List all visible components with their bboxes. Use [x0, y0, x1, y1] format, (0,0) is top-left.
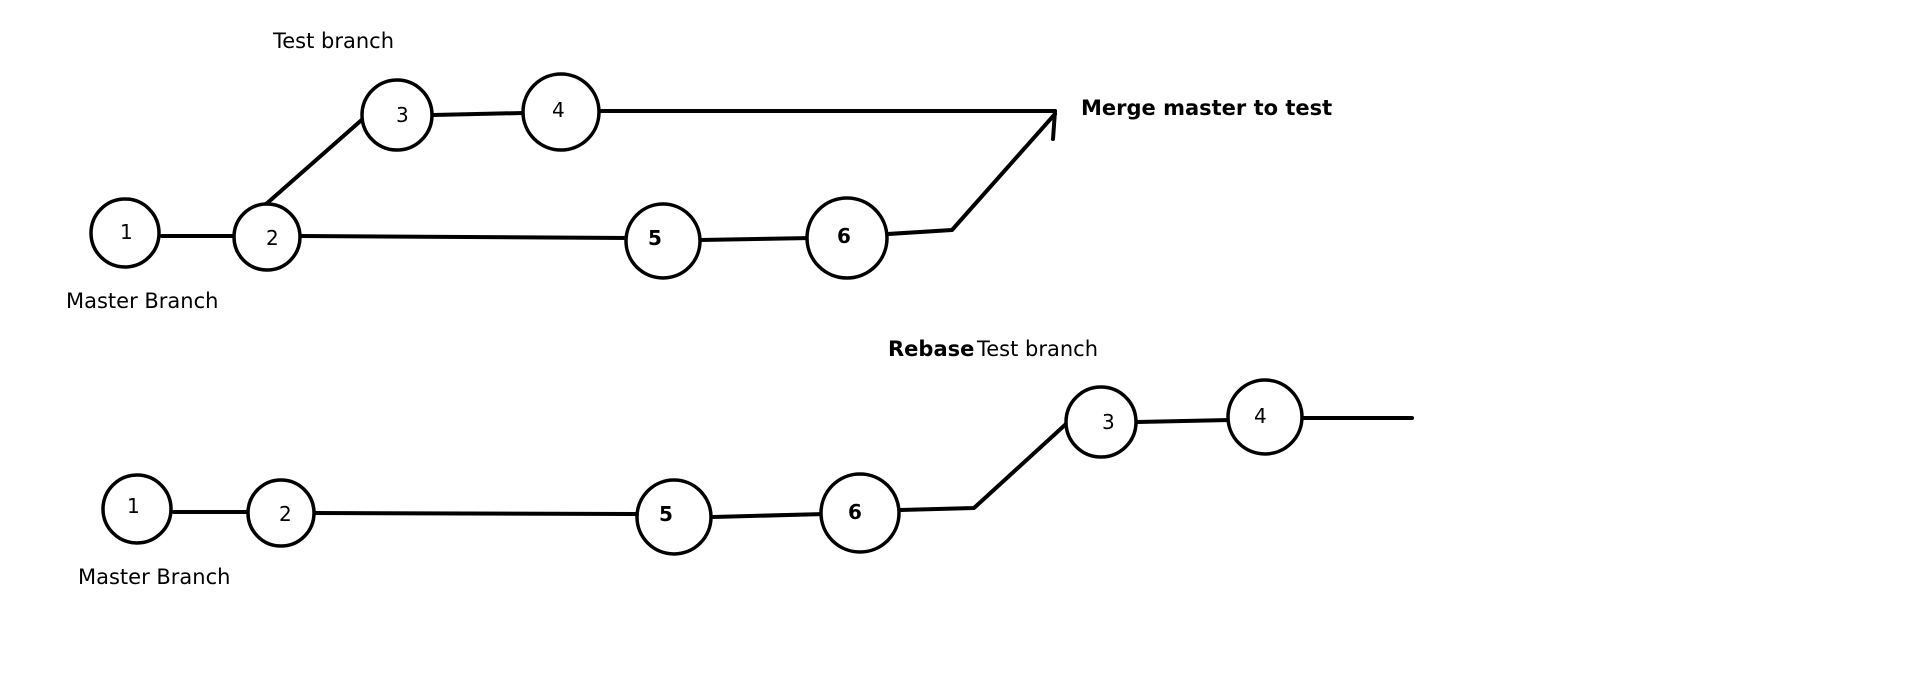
edge-bottom-2-5 — [312, 511, 638, 516]
svg-text:2: 2 — [266, 226, 279, 250]
edge-bottom-5-6 — [711, 512, 827, 519]
rebase-label: Rebase — [888, 337, 974, 361]
svg-text:2: 2 — [279, 502, 292, 526]
commit-node-1: 1 — [101, 473, 173, 545]
bottom-diagram: 1 2 5 6 3 4 Rebase Test branch Master Br… — [78, 337, 1414, 589]
commit-node-2: 2 — [232, 202, 302, 272]
svg-text:4: 4 — [552, 98, 565, 122]
commit-node-3: 3 — [1064, 385, 1138, 459]
edge-top-3-4 — [431, 111, 525, 117]
master-branch-label: Master Branch — [78, 565, 230, 589]
commit-node-5: 5 — [624, 202, 702, 280]
commit-node-4: 4 — [1226, 378, 1304, 456]
svg-text:3: 3 — [396, 103, 409, 127]
merge-label: Merge master to test — [1081, 96, 1332, 120]
edge-top-5-6 — [698, 236, 814, 242]
svg-text:6: 6 — [848, 500, 862, 524]
commit-node-3: 3 — [360, 78, 434, 152]
svg-text:1: 1 — [127, 494, 140, 518]
top-diagram: 1 2 3 4 5 6 Test branch Master Branch Me… — [66, 29, 1332, 313]
edge-top-6-merge — [886, 112, 1057, 236]
edge-bottom-3-4 — [1134, 418, 1232, 424]
svg-text:5: 5 — [659, 502, 673, 526]
edge-top-2-3 — [263, 115, 367, 207]
svg-text:4: 4 — [1254, 404, 1267, 428]
master-branch-label: Master Branch — [66, 289, 218, 313]
edge-top-2-5 — [298, 234, 630, 240]
edge-bottom-6-3 — [898, 422, 1068, 512]
commit-node-1: 1 — [89, 197, 161, 269]
commit-node-5: 5 — [635, 478, 713, 556]
svg-text:5: 5 — [648, 226, 662, 250]
commit-node-4: 4 — [521, 72, 601, 152]
svg-text:1: 1 — [120, 220, 133, 244]
test-branch-label: Test branch — [272, 29, 394, 53]
commit-node-6: 6 — [805, 196, 889, 280]
commit-node-2: 2 — [246, 478, 316, 548]
commit-node-6: 6 — [819, 472, 901, 554]
svg-text:3: 3 — [1102, 410, 1115, 434]
merge-arrowhead — [1028, 109, 1057, 141]
test-branch-label: Test branch — [976, 337, 1098, 361]
svg-text:6: 6 — [837, 224, 851, 248]
